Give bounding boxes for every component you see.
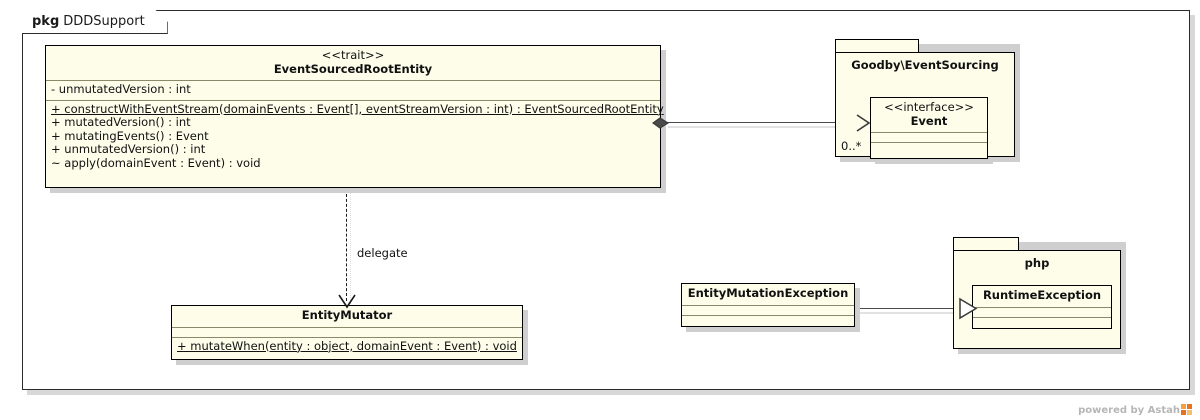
aggregation-line[interactable] [666,122,868,124]
compartment-separator [871,132,987,133]
class-event-sourced-root-entity[interactable]: <<trait>> EventSourcedRootEntity - unmut… [45,45,664,188]
generalization-line-shadow [860,312,970,314]
class-header: EntityMutator [172,306,522,327]
operation-row: ~ apply(domainEvent : Event) : void [51,155,261,170]
compartment-separator [46,99,660,101]
class-entity-mutator[interactable]: EntityMutator + mutateWhen(entity : obje… [171,305,523,360]
attributes-compartment [973,308,1111,317]
compartment-separator [682,304,854,306]
class-header: <<interface>> Event [871,98,987,132]
class-stereotype: <<trait>> [321,48,385,62]
class-name: RuntimeException [982,288,1102,302]
dependency-arrowhead-icon [338,294,356,309]
operation-row: + mutateWhen(entity : object, domainEven… [177,338,517,353]
compartment-separator [172,336,522,338]
package-name: Goodby\EventSourcing [851,58,999,72]
aggregation-target-multiplicity: 0..* [841,139,862,153]
attributes-compartment [682,306,854,315]
class-header: EntityMutationException [682,284,854,305]
package-tab [835,39,919,53]
package-name: php [1024,256,1050,270]
compartment-separator [973,316,1111,318]
compartment-separator [682,314,854,316]
operations-compartment [682,316,854,325]
class-name: EntityMutationException [687,286,849,300]
attributes-compartment [172,328,522,337]
compartment-separator [871,142,987,143]
compartment-separator [46,80,660,81]
operations-compartment [871,143,987,152]
operations-compartment [973,318,1111,327]
dependency-label: delegate [357,246,408,260]
attributes-compartment: - unmutatedVersion : int [46,81,660,100]
aggregation-arrowhead-icon [856,114,871,132]
operation-row: + mutatedVersion() : int [51,115,191,130]
class-entity-mutation-exception[interactable]: EntityMutationException [681,283,855,327]
astah-watermark: powered by Astah [1078,404,1192,416]
class-header: <<trait>> EventSourcedRootEntity [46,46,660,80]
compartment-separator [172,326,522,328]
operations-compartment: + constructWithEventStream(domainEvents … [46,101,664,174]
class-header: RuntimeException [973,286,1111,307]
compartment-separator [973,306,1111,308]
class-runtime-exception[interactable]: RuntimeException [972,285,1112,329]
operation-row: + constructWithEventStream(domainEvents … [51,101,664,116]
dependency-line-shadow [350,192,351,304]
package-frame-name: DDDSupport [63,14,145,29]
aggregation-line-shadow [668,126,868,128]
class-stereotype: <<interface>> [884,100,974,114]
class-name: EventSourcedRootEntity [273,61,433,76]
astah-logo-icon [1181,404,1192,415]
package-frame-keyword: pkg [32,14,60,29]
operation-row: + unmutatedVersion() : int [51,142,206,157]
watermark-text: powered by Astah [1078,405,1180,416]
aggregation-diamond-icon [652,117,670,129]
operation-row: + mutatingEvents() : Event [51,128,209,143]
class-event[interactable]: <<interface>> Event [870,97,988,159]
attributes-compartment [871,133,987,142]
package-tab [953,237,1019,251]
dependency-line[interactable] [346,189,347,301]
attribute-row: - unmutatedVersion : int [51,82,191,96]
generalization-line[interactable] [858,308,966,310]
generalization-triangle-icon [959,297,978,320]
class-name: EntityMutator [301,308,393,322]
operations-compartment: + mutateWhen(entity : object, domainEven… [172,338,522,357]
class-name: Event [910,113,948,128]
